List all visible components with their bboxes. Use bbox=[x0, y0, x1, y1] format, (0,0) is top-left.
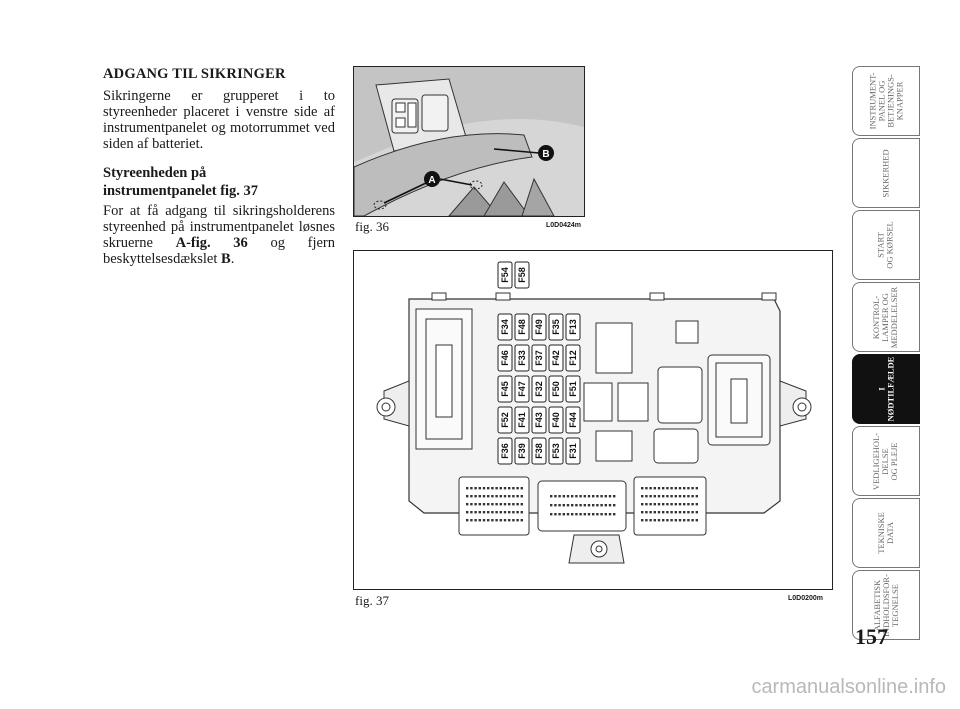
fuse-f35: F35 bbox=[548, 313, 564, 341]
tab-vedligeholdelse[interactable]: VEDLIGEHOL- DELSE OG PLEJE bbox=[852, 426, 920, 496]
body-text-2: og fjern beskyttelsesdækslet bbox=[103, 235, 335, 267]
tab-label: KONTROL- LAMPER OG MEDDELELSER bbox=[871, 286, 900, 348]
svg-text:F36: F36 bbox=[500, 443, 510, 459]
figure-36: A B bbox=[353, 66, 585, 217]
callout-a-label: A bbox=[428, 175, 435, 186]
svg-text:F54: F54 bbox=[500, 267, 510, 283]
svg-text:F41: F41 bbox=[517, 412, 527, 428]
figure-36-label: fig. 36 bbox=[355, 219, 389, 234]
svg-text:F42: F42 bbox=[551, 350, 561, 366]
svg-text:F38: F38 bbox=[534, 443, 544, 459]
fuse-f34: F34 bbox=[497, 313, 513, 341]
svg-text:F35: F35 bbox=[551, 319, 561, 335]
tab-nodtilfaelde[interactable]: I NØDTILFÆLDE bbox=[852, 354, 920, 424]
figure-36-code: L0D0424m bbox=[546, 222, 582, 229]
tab-label: START OG KØRSEL bbox=[876, 221, 895, 269]
fuse-f42: F42 bbox=[548, 344, 564, 372]
fuse-f12: F12 bbox=[565, 344, 581, 372]
svg-text:F53: F53 bbox=[551, 443, 561, 459]
fuse-f54: F54 bbox=[497, 261, 513, 289]
svg-text:F32: F32 bbox=[534, 381, 544, 397]
fuse-f53: F53 bbox=[548, 437, 564, 465]
svg-text:F40: F40 bbox=[551, 412, 561, 428]
tab-alfabetisk[interactable]: ALFABETISK INDHOLDSFOR- TEGNELSE bbox=[852, 570, 920, 640]
body-text-3: . bbox=[230, 251, 235, 267]
svg-text:F31: F31 bbox=[568, 443, 578, 459]
svg-text:F46: F46 bbox=[500, 350, 510, 366]
fuse-f41: F41 bbox=[514, 406, 530, 434]
fuse-f32: F32 bbox=[531, 375, 547, 403]
svg-text:F50: F50 bbox=[551, 381, 561, 397]
fuse-f39: F39 bbox=[514, 437, 530, 465]
subheading-line2: instrumentpanelet fig. 37 bbox=[103, 183, 259, 199]
svg-text:F39: F39 bbox=[517, 443, 527, 459]
body-ref-b: B bbox=[221, 251, 231, 267]
fuse-f13: F13 bbox=[565, 313, 581, 341]
svg-text:F52: F52 bbox=[500, 412, 510, 428]
callout-a bbox=[424, 171, 440, 187]
svg-text:F34: F34 bbox=[500, 319, 510, 335]
body-ref-fig36: A-fig. 36 bbox=[175, 235, 248, 251]
body-paragraph: For at få adgang til sikringsholderens s… bbox=[103, 203, 335, 267]
subheading-line1: Styreenheden på bbox=[103, 165, 207, 181]
tab-sikkerhed[interactable]: SIKKERHED bbox=[852, 138, 920, 208]
svg-text:F51: F51 bbox=[568, 381, 578, 397]
svg-text:F49: F49 bbox=[534, 319, 544, 335]
fuse-f46: F46 bbox=[497, 344, 513, 372]
tab-instrumentpanel[interactable]: INSTRUMENT- PANEL OG BETJENINGS- KNAPPER bbox=[852, 66, 920, 136]
svg-text:F45: F45 bbox=[500, 381, 510, 397]
fuse-f58: F58 bbox=[514, 261, 530, 289]
subheading: Styreenheden på instrumentpanelet fig. 3… bbox=[103, 164, 335, 200]
svg-text:F43: F43 bbox=[534, 412, 544, 428]
fuse-f52: F52 bbox=[497, 406, 513, 434]
tab-label: VEDLIGEHOL- DELSE OG PLEJE bbox=[871, 432, 900, 490]
svg-text:F44: F44 bbox=[568, 412, 578, 428]
intro-paragraph: Sikringerne er grupperet i to styreenhed… bbox=[103, 88, 335, 152]
fuse-f40: F40 bbox=[548, 406, 564, 434]
fuse-f43: F43 bbox=[531, 406, 547, 434]
fuse-f36: F36 bbox=[497, 437, 513, 465]
fuse-f50: F50 bbox=[548, 375, 564, 403]
tab-label: SIKKERHED bbox=[880, 148, 891, 198]
figure-37-code: L0D0200m bbox=[788, 595, 824, 602]
fuse-f33: F33 bbox=[514, 344, 530, 372]
svg-text:F47: F47 bbox=[517, 381, 527, 397]
dashboard-illustration: A B bbox=[354, 67, 584, 216]
callout-b-label: B bbox=[542, 149, 549, 160]
tab-label: TEKNISKE DATA bbox=[876, 512, 895, 554]
tab-tekniske-data[interactable]: TEKNISKE DATA bbox=[852, 498, 920, 568]
tab-start-korsel[interactable]: START OG KØRSEL bbox=[852, 210, 920, 280]
svg-text:F58: F58 bbox=[517, 267, 527, 283]
page-number: 157 bbox=[855, 624, 888, 649]
tab-label: INSTRUMENT- PANEL OG BETJENINGS- KNAPPER bbox=[866, 72, 904, 130]
svg-text:F12: F12 bbox=[568, 350, 578, 366]
fuse-f37: F37 bbox=[531, 344, 547, 372]
body-text-1: For at få adgang til sikringsholderens s… bbox=[103, 203, 335, 251]
svg-text:F37: F37 bbox=[534, 350, 544, 366]
watermark: carmanualsonline.info bbox=[751, 676, 946, 698]
fuse-f48: F48 bbox=[514, 313, 530, 341]
fuse-f47: F47 bbox=[514, 375, 530, 403]
figure-37-label: fig. 37 bbox=[355, 593, 389, 608]
callout-b bbox=[538, 145, 554, 161]
svg-text:F33: F33 bbox=[517, 350, 527, 366]
section-heading: ADGANG TIL SIKRINGER bbox=[103, 66, 286, 82]
text-column: ADGANG TIL SIKRINGER Sikringerne er grup… bbox=[103, 66, 335, 279]
svg-text:F48: F48 bbox=[517, 319, 527, 335]
fuse-f49: F49 bbox=[531, 313, 547, 341]
fuse-f44: F44 bbox=[565, 406, 581, 434]
tab-label: I NØDTILFÆLDE bbox=[876, 356, 895, 422]
fuse-f51: F51 bbox=[565, 375, 581, 403]
fuse-f45: F45 bbox=[497, 375, 513, 403]
fuse-f38: F38 bbox=[531, 437, 547, 465]
tab-kontrollamper[interactable]: KONTROL- LAMPER OG MEDDELELSER bbox=[852, 282, 920, 352]
svg-text:F13: F13 bbox=[568, 319, 578, 335]
fuse-f31: F31 bbox=[565, 437, 581, 465]
